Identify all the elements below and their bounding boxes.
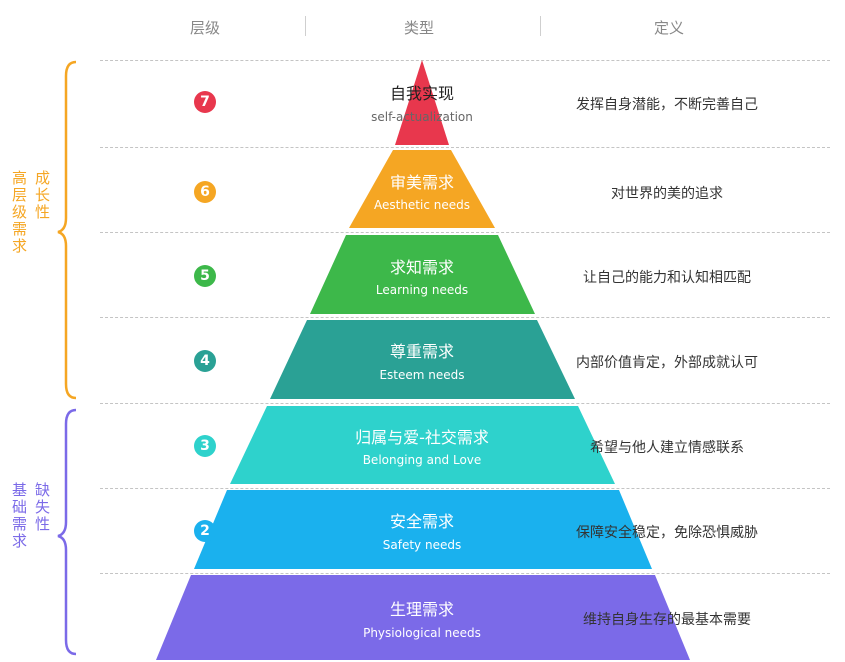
header-definition: 定义 <box>654 19 685 37</box>
level-badge-6: 6 <box>194 181 216 203</box>
high-group-label: 高层级需求 <box>10 170 28 255</box>
layer-subtitle-4: Esteem needs <box>379 368 465 382</box>
layer-definition-3: 希望与他人建立情感联系 <box>590 440 744 456</box>
level-badge-7: 7 <box>194 91 216 113</box>
row-divider <box>100 573 830 574</box>
basic-group-bracket <box>57 408 77 656</box>
row-divider <box>100 232 830 233</box>
basic-group-sub: 缺失性 <box>33 482 51 533</box>
layer-definition-7: 发挥自身潜能，不断完善自己 <box>576 97 758 113</box>
header-separator <box>305 16 306 36</box>
layer-subtitle-3: Belonging and Love <box>362 453 482 467</box>
layer-title-3: 归属与爱-社交需求 <box>355 428 489 447</box>
high-group-sub: 成长性 <box>33 170 51 221</box>
header-separator <box>540 16 541 36</box>
pyramid-layer-5 <box>310 235 535 314</box>
layer-subtitle-2: Safety needs <box>382 538 462 552</box>
layer-title-1: 生理需求 <box>389 600 454 619</box>
row-divider <box>100 403 830 404</box>
row-divider <box>100 147 830 148</box>
pyramid-layer-2 <box>194 490 652 569</box>
pyramid-layer-4 <box>270 320 575 399</box>
header-level: 层级 <box>190 19 221 37</box>
layer-title-6: 审美需求 <box>389 173 454 192</box>
layer-title-5: 求知需求 <box>389 258 454 277</box>
high-group-bracket <box>57 60 77 400</box>
layer-title-4: 尊重需求 <box>389 342 454 361</box>
layer-title-7: 自我实现 <box>389 84 454 103</box>
header-type: 类型 <box>404 19 435 37</box>
pyramid-layer-1 <box>156 575 690 660</box>
layer-subtitle-1: Physiological needs <box>363 626 481 640</box>
level-badge-3: 3 <box>194 435 216 457</box>
pyramid-layer-3 <box>230 406 615 484</box>
basic-group-label: 基础需求 <box>10 482 28 550</box>
level-badge-2: 2 <box>194 520 216 542</box>
layer-subtitle-7: self-actualization <box>371 110 473 124</box>
row-divider <box>100 317 830 318</box>
layer-definition-5: 让自己的能力和认知相匹配 <box>583 270 751 286</box>
layer-definition-4: 内部价值肯定，外部成就认可 <box>576 355 758 371</box>
level-badge-4: 4 <box>194 350 216 372</box>
row-divider <box>100 60 830 61</box>
row-divider <box>100 488 830 489</box>
pyramid-layer-7 <box>395 60 449 145</box>
layer-definition-6: 对世界的美的追求 <box>611 186 723 202</box>
layer-subtitle-5: Learning needs <box>375 283 469 297</box>
layer-title-2: 安全需求 <box>389 512 454 531</box>
layer-definition-1: 维持自身生存的最基本需要 <box>583 612 751 628</box>
layer-definition-2: 保障安全稳定，免除恐惧威胁 <box>576 525 758 541</box>
level-badge-5: 5 <box>194 265 216 287</box>
pyramid-layer-6 <box>349 150 495 228</box>
layer-subtitle-6: Aesthetic needs <box>373 198 471 212</box>
